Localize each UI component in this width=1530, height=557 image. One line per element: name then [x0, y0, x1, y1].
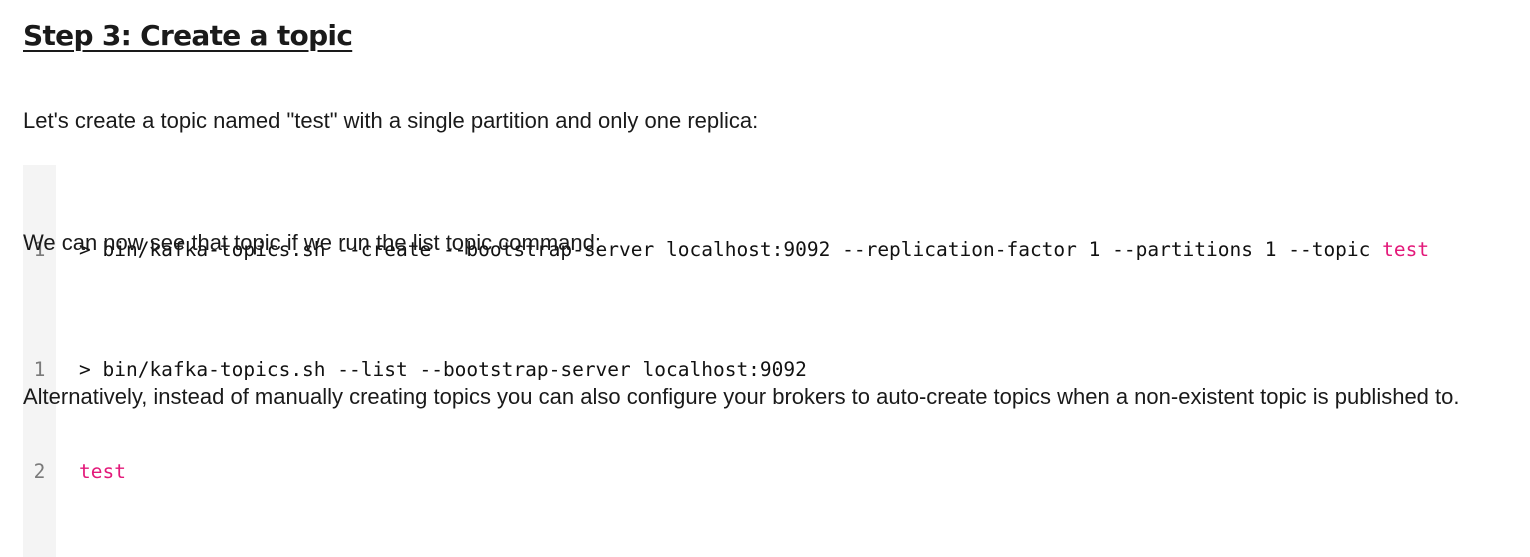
code-lines: > bin/kafka-topics.sh --list --bootstrap…: [56, 285, 807, 557]
line-number: 1: [33, 358, 46, 381]
line-number: 2: [33, 460, 46, 483]
intro-paragraph: Let's create a topic named "test" with a…: [23, 108, 759, 133]
code-command: > bin/kafka-topics.sh --create --bootstr…: [79, 238, 1383, 261]
code-output-line: test: [79, 460, 126, 483]
list-intro-paragraph: We can now see that topic if we run the …: [23, 230, 601, 255]
list-topic-code-block: 1 2 > bin/kafka-topics.sh --list --boots…: [23, 285, 807, 557]
line-number-gutter: 1 2: [23, 285, 56, 557]
code-line: > bin/kafka-topics.sh --list --bootstrap…: [79, 358, 807, 381]
code-highlight: test: [1382, 238, 1430, 261]
line-number: 1: [33, 238, 46, 261]
code-lines: > bin/kafka-topics.sh --create --bootstr…: [56, 165, 1429, 335]
create-topic-code-block: 1 > bin/kafka-topics.sh --create --boots…: [23, 165, 1429, 335]
closing-paragraph: Alternatively, instead of manually creat…: [23, 384, 1460, 409]
section-heading: Step 3: Create a topic: [23, 19, 353, 52]
code-line: > bin/kafka-topics.sh --create --bootstr…: [79, 233, 1429, 267]
